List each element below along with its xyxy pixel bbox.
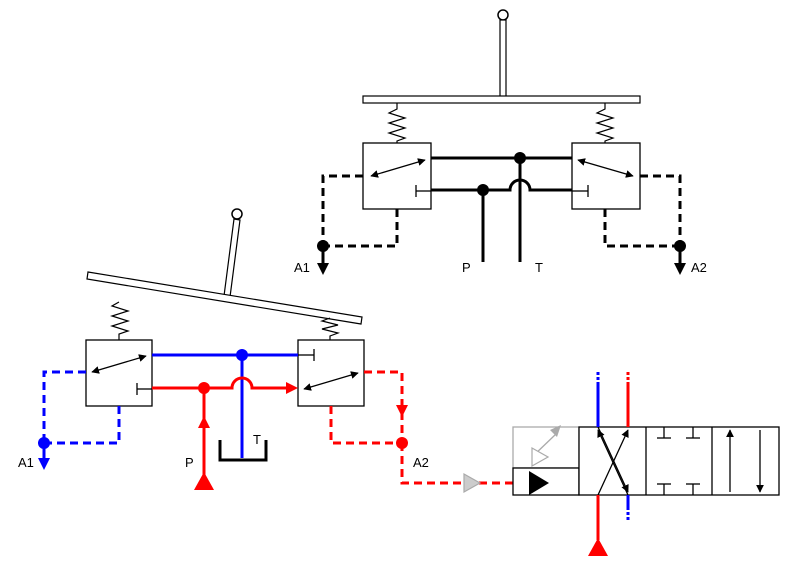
- top-left-spring: [386, 103, 408, 143]
- top-a2-pilot-outer: [640, 174, 682, 246]
- bottom-a2-pilot-outer: [364, 370, 404, 443]
- bottom-lever-knob[interactable]: [231, 208, 243, 220]
- top-a2-arrow-icon: [674, 263, 686, 275]
- bottom-p-flow-arrow-icon: [198, 416, 210, 428]
- main-pump-icon: [588, 538, 608, 556]
- bottom-right-valve-box: [297, 339, 365, 407]
- top-a2-pilot-inner: [603, 209, 680, 248]
- bottom-left-spring: [109, 301, 131, 340]
- top-a1-pilot-outer: [321, 174, 363, 246]
- bottom-a2-pilot-inner: [329, 406, 402, 445]
- top-actuator-plate: [362, 95, 641, 104]
- top-right-valve-arrow: [577, 158, 634, 178]
- bottom-pressure-line: [152, 376, 290, 390]
- valve-envelope: [578, 426, 780, 496]
- pilot-inactive-arrow-icon: [463, 472, 482, 494]
- cross-arrow-3: [597, 429, 629, 496]
- top-joystick-valve: A1 A2 P T: [294, 9, 707, 275]
- top-t-label: T: [535, 260, 543, 275]
- bottom-actuator-plate: [86, 271, 363, 325]
- bottom-right-valve-arrow: [303, 371, 359, 391]
- top-lever-handle[interactable]: [499, 19, 507, 99]
- top-right-spring: [594, 103, 616, 143]
- pilot-section-inactive: [512, 426, 580, 469]
- top-lever-knob[interactable]: [497, 9, 509, 21]
- bottom-lever-handle[interactable]: [223, 218, 241, 298]
- bottom-joystick-valve: A1 A2 P T: [18, 208, 520, 490]
- pilot-active-arrow-icon: [529, 471, 549, 495]
- bottom-a2-label: A2: [413, 455, 429, 470]
- top-a2-label: A2: [691, 260, 707, 275]
- top-pressure-line: [431, 178, 572, 192]
- bottom-a1-pilot-inner: [44, 406, 121, 445]
- bottom-p-label: P: [185, 455, 194, 470]
- top-a1-pilot-inner: [323, 209, 399, 248]
- bottom-a1-label: A1: [18, 455, 34, 470]
- tank-icon: [218, 440, 268, 462]
- bottom-right-spring: [319, 317, 341, 340]
- bottom-a1-arrow-icon: [38, 458, 50, 470]
- top-a1-label: A1: [294, 260, 310, 275]
- bottom-left-valve-box: [85, 339, 153, 407]
- bottom-a1-pilot-outer: [42, 370, 86, 443]
- top-left-valve-arrow: [370, 158, 426, 178]
- top-a1-arrow-icon: [317, 263, 329, 275]
- bottom-t-label: T: [253, 432, 261, 447]
- top-p-label: P: [462, 260, 471, 275]
- bottom-left-valve-arrow: [91, 354, 147, 374]
- pump-icon: [194, 472, 214, 490]
- top-right-valve-box: [571, 142, 641, 210]
- main-directional-valve: [463, 370, 780, 556]
